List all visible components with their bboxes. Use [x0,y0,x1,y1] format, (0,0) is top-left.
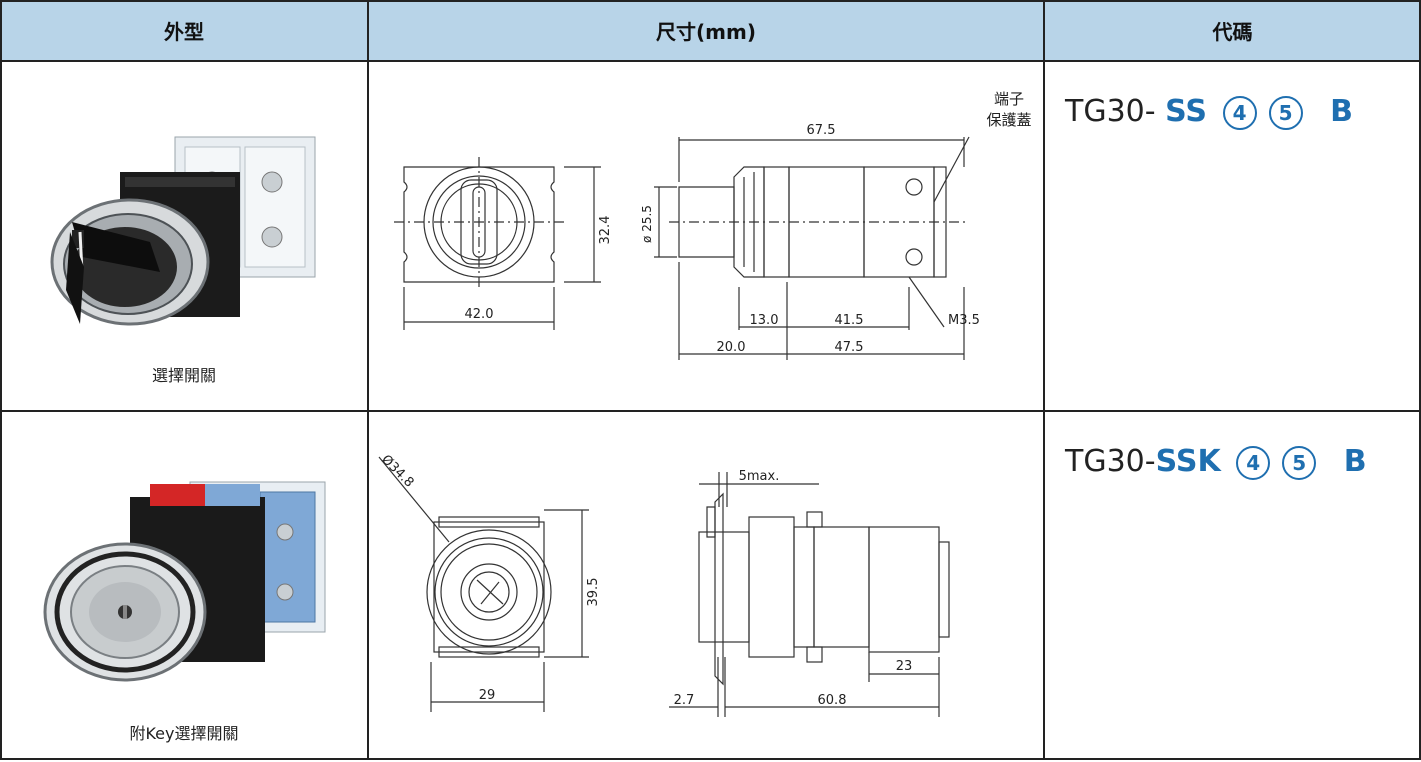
header-code: 代碼 [1044,0,1421,60]
row2-code-circle-1: 4 [1236,445,1271,480]
row1-front-height: 32.4 [598,216,613,245]
row2-dims-cell: Ø34.8 39.5 29 5max. 23 2.7 60.8 [369,412,1043,758]
row1-dim-13: 13.0 [750,313,779,328]
row2-dim-60-8: 60.8 [818,693,847,708]
selector-switch-photo [50,136,316,326]
selector-switch-drawing [394,136,970,360]
row2-shape-cell: 附Key選擇開關 [0,412,368,758]
row1-dim-47-5: 47.5 [835,340,864,355]
row2-dim-23: 23 [896,659,913,674]
row2-code-suffix: B [1343,444,1367,479]
row2-code-prefix: TG30- [1065,444,1156,479]
row1-note-2: 保護蓋 [986,111,1031,129]
header-dims: 尺寸(mm) [368,0,1044,60]
row2-height: 39.5 [586,578,601,607]
row2-dim-2-7: 2.7 [674,693,695,708]
row1-shape-cell: 選擇開關 [0,62,368,410]
row2-diameter: Ø34.8 [378,452,416,490]
row2-code-circle-2: 5 [1282,445,1317,480]
row2-max: 5max. [739,469,780,484]
row2-code-type: SSK [1155,444,1221,479]
row1-code-circle-2: 5 [1268,95,1303,130]
row2-width: 29 [479,688,496,703]
row1-dim-m3-5: M3.5 [948,313,980,328]
row1-note-1: 端子 [994,90,1024,108]
row1-code-type: SS [1165,94,1207,129]
header-shape: 外型 [0,0,368,60]
row1-code-circle-1: 4 [1222,95,1257,130]
row1-front-width: 42.0 [465,307,494,322]
key-selector-switch-photo [43,481,326,682]
row2-caption: 附Key選擇開關 [129,724,239,743]
row1-dim-41-5: 41.5 [835,313,864,328]
key-selector-switch-drawing [378,456,950,717]
row1-code-prefix: TG30- [1065,94,1166,129]
row1-total-length: 67.5 [807,123,836,138]
row1-dim-20: 20.0 [717,340,746,355]
row1-dims-cell: 42.0 32.4 67.5 ø 25.5 13.0 41.5 M3.5 20.… [369,62,1043,410]
row1-code-suffix: B [1330,94,1353,129]
row1-diameter: ø 25.5 [640,205,654,243]
row1-caption: 選擇開關 [151,366,216,385]
